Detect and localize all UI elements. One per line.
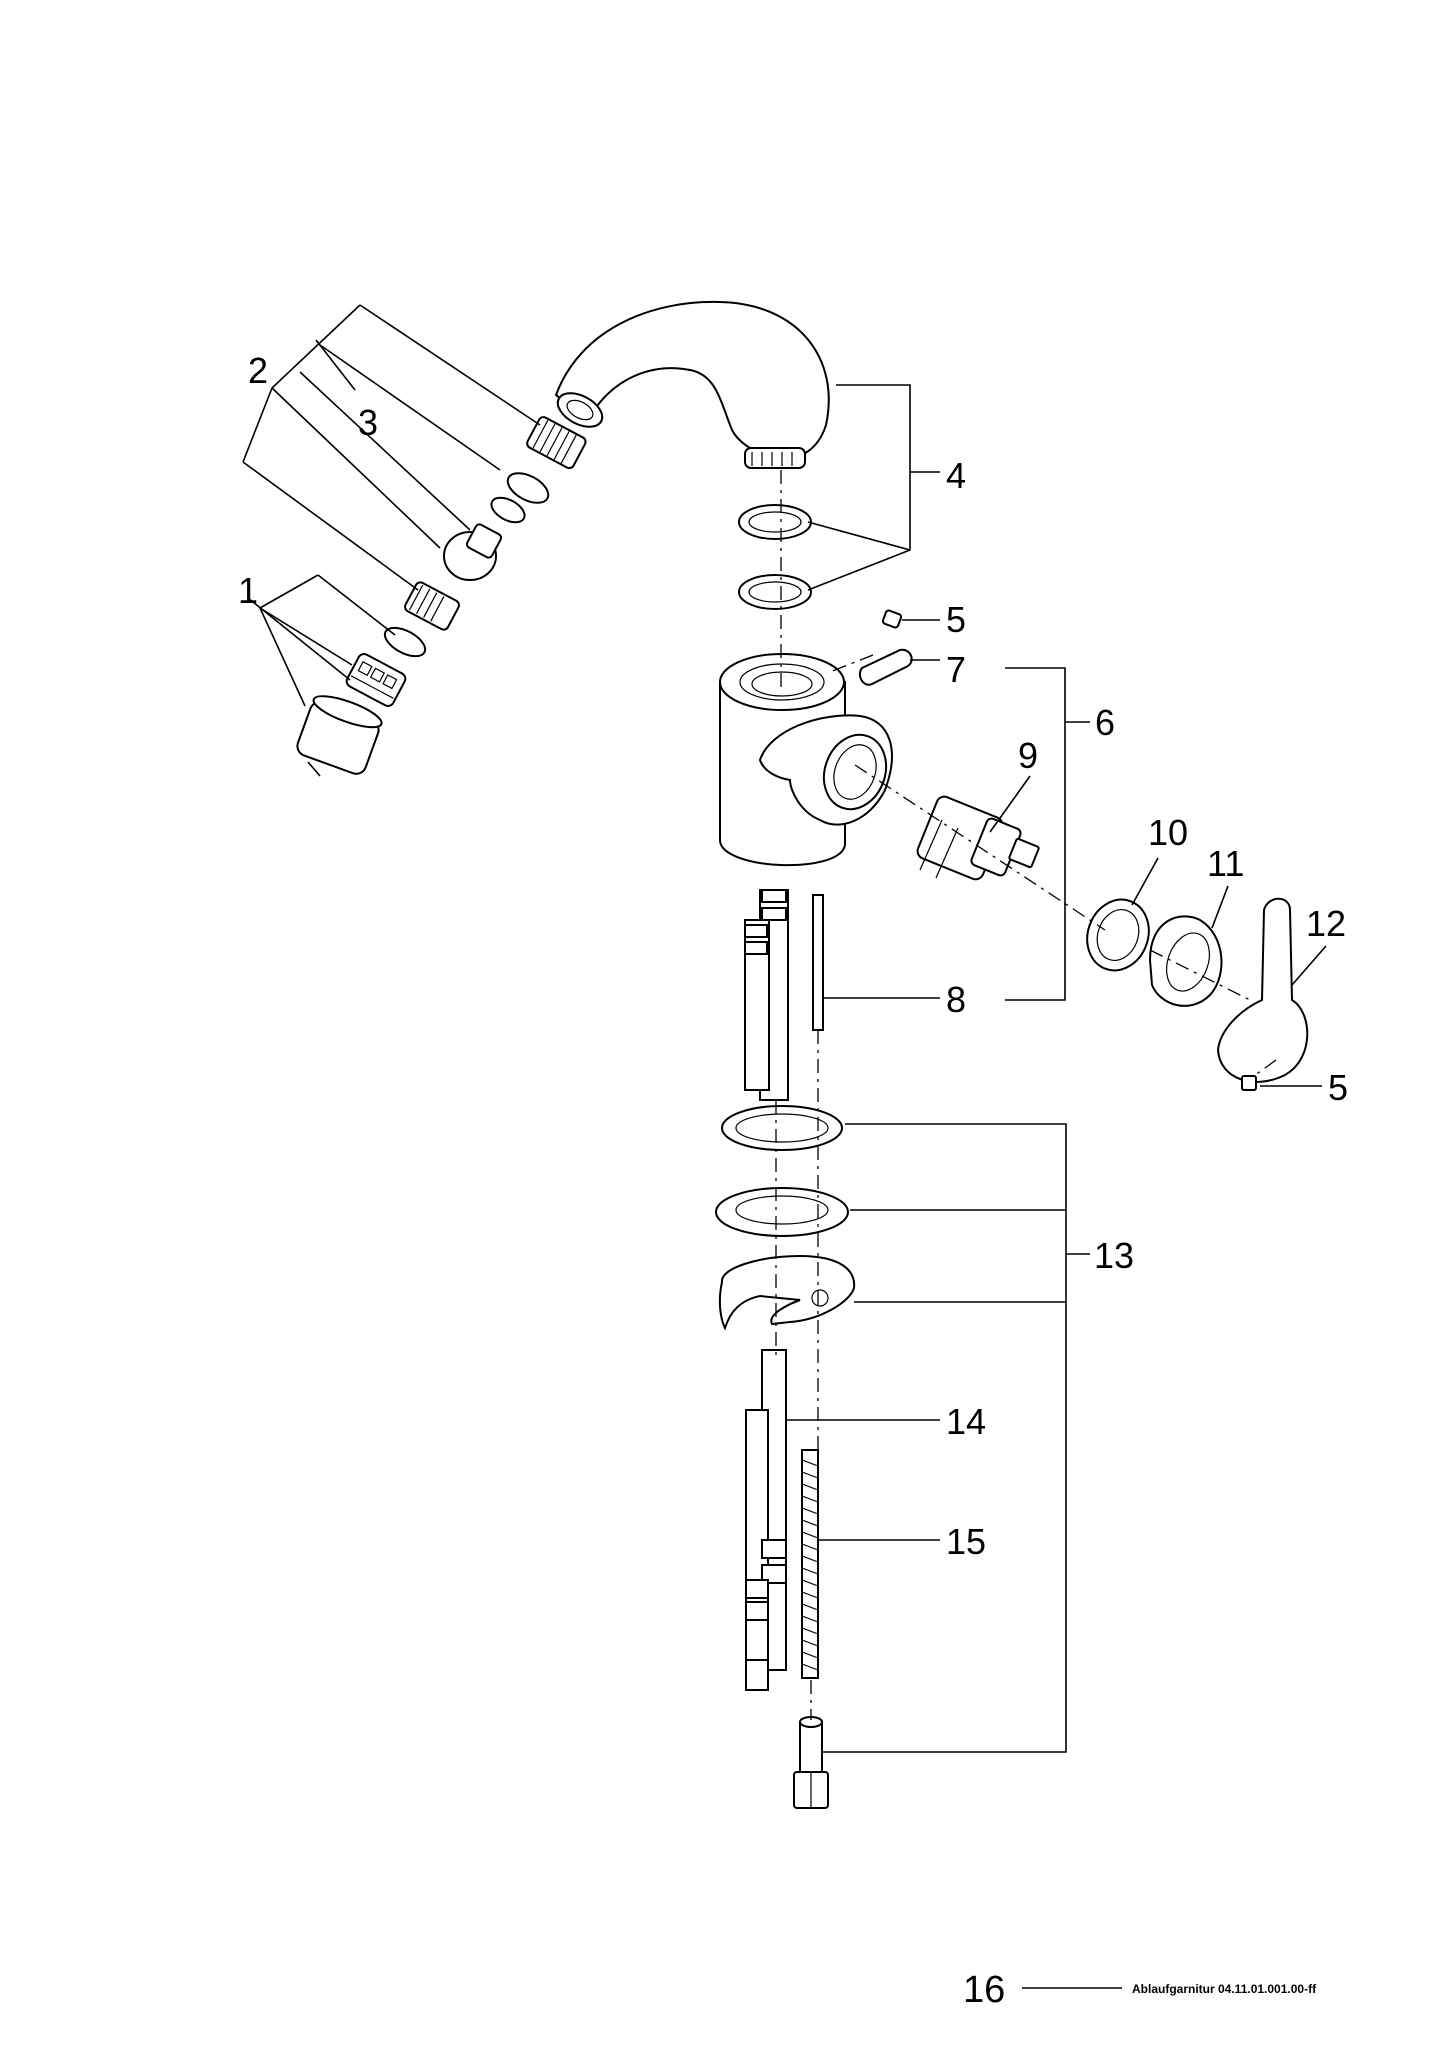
supply-hoses-upper — [744, 889, 824, 1101]
callout-8: 8 — [946, 979, 966, 1020]
spout — [554, 300, 830, 469]
callout-13: 13 — [1094, 1235, 1134, 1276]
callout-6: 6 — [1095, 702, 1115, 743]
threaded-rod — [801, 1449, 819, 1679]
spout-o-rings — [738, 504, 812, 610]
nut-ring — [1086, 898, 1150, 972]
callout-11: 11 — [1207, 843, 1244, 884]
aerator-parts — [296, 416, 587, 775]
pin — [858, 648, 913, 686]
callout-15: 15 — [946, 1521, 986, 1562]
page-number: 16 — [963, 1969, 1005, 2011]
fixing-nut — [793, 1716, 829, 1809]
supply-hoses-lower — [745, 1349, 787, 1691]
callout-7: 7 — [946, 649, 966, 690]
set-screw-top — [881, 609, 903, 629]
mounting-washers — [715, 1105, 856, 1331]
mixer-body — [719, 653, 893, 867]
callout-10: 10 — [1148, 812, 1188, 853]
cover-ring — [1148, 915, 1223, 1007]
page-footer: 16 Ablaufgarnitur 04.11.01.001.00-ff — [963, 1969, 1317, 2011]
cartridge — [916, 795, 1040, 881]
callout-5-top: 5 — [946, 599, 966, 640]
callout-9: 9 — [1018, 735, 1038, 776]
callout-3: 3 — [358, 402, 378, 443]
callout-1: 1 — [238, 570, 258, 611]
callout-4: 4 — [946, 455, 966, 496]
center-lines — [775, 470, 1277, 1720]
aerator-leader-lines — [242, 304, 541, 777]
callout-14: 14 — [946, 1401, 986, 1442]
callout-12: 12 — [1306, 903, 1346, 944]
callout-2: 2 — [248, 350, 268, 391]
callout-labels: 1 2 3 4 5 7 6 9 10 11 12 8 5 13 14 15 — [238, 350, 1348, 1562]
lever-handle — [1216, 897, 1309, 1091]
leader-lines — [786, 384, 1327, 1989]
callout-5-bottom: 5 — [1328, 1067, 1348, 1108]
document-reference: Ablaufgarnitur 04.11.01.001.00-ff — [1132, 1982, 1317, 1996]
